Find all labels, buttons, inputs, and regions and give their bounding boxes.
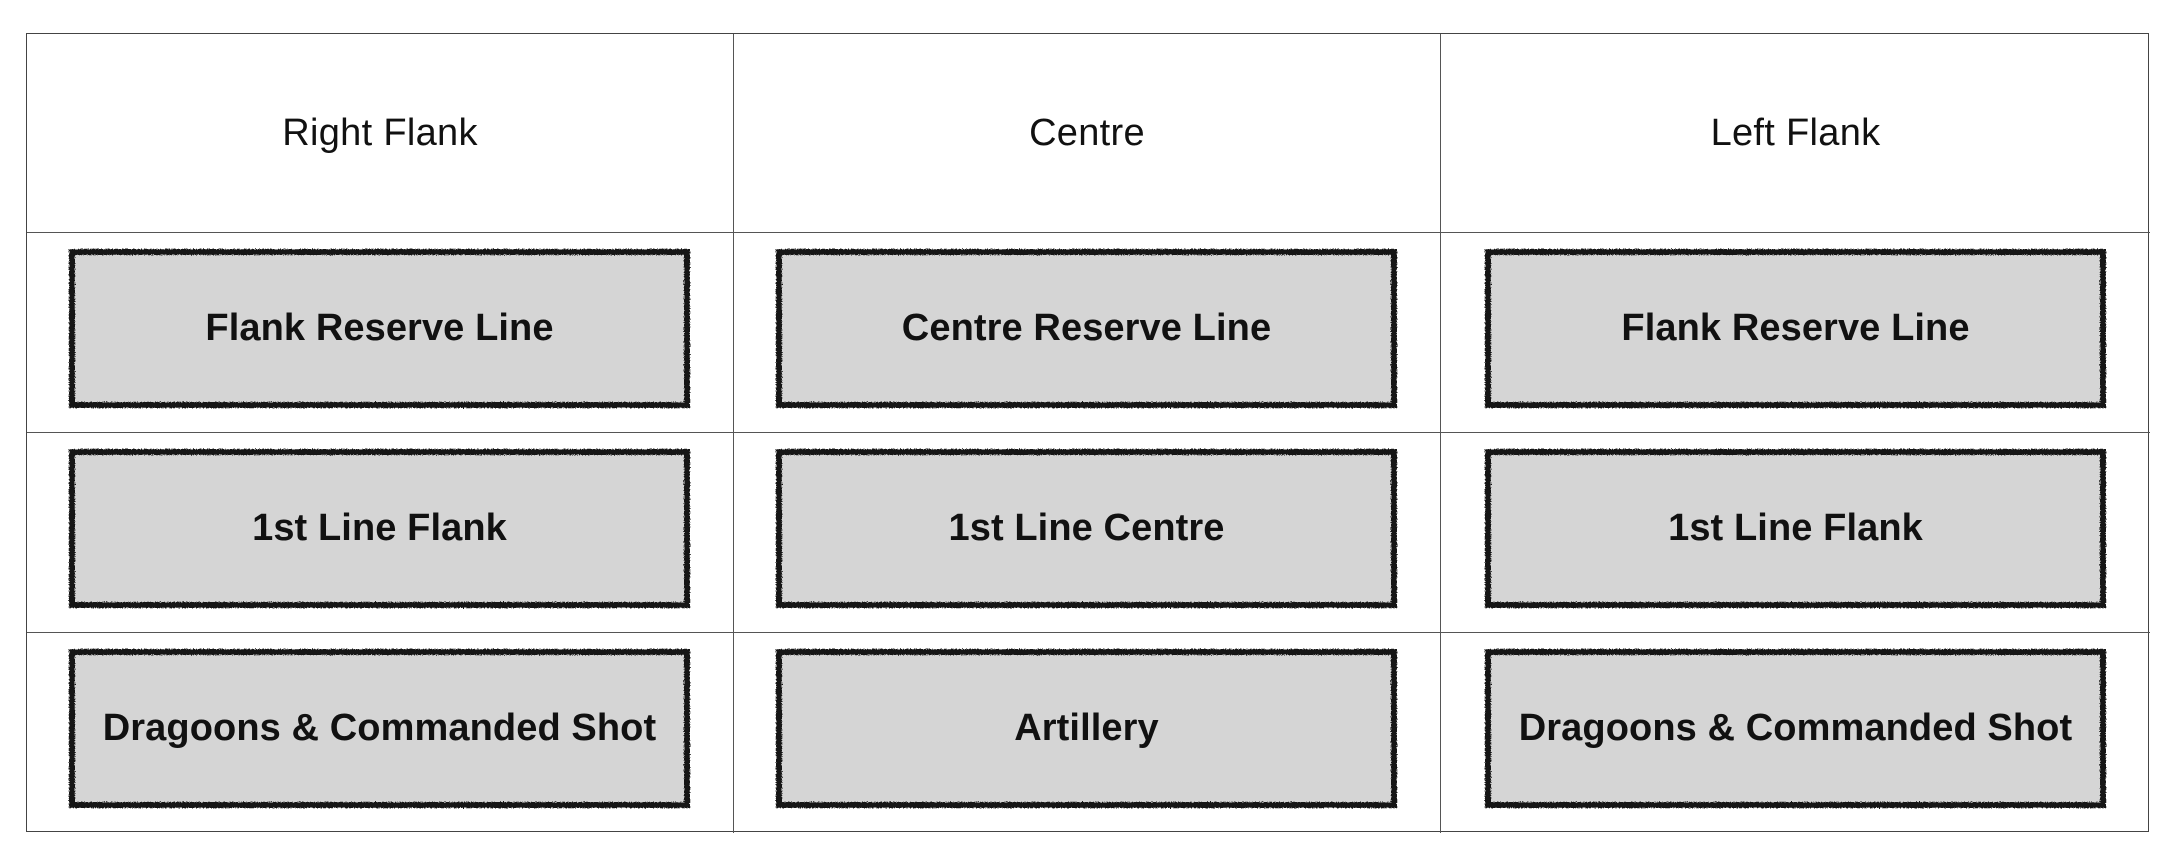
cell-left-flank-dragoons: Dragoons & Commanded Shot <box>1441 633 2150 833</box>
header-centre: Centre <box>1029 111 1145 154</box>
cell-right-flank-reserve: Flank Reserve Line <box>27 233 734 433</box>
unit-box-left-flank-reserve <box>1485 249 2106 408</box>
cell-left-flank-reserve: Flank Reserve Line <box>1441 233 2150 433</box>
unit-label-centre-reserve: Centre Reserve Line <box>901 307 1272 349</box>
cell-centre-reserve: Centre Reserve Line <box>734 233 1441 433</box>
unit-box-right-flank-reserve <box>69 249 690 408</box>
unit-box-right-flank-first-line <box>69 449 690 608</box>
unit-label-left-flank-first-line: 1st Line Flank <box>1668 507 1923 549</box>
unit-label-right-flank-dragoons: Dragoons & Commanded Shot <box>102 707 657 749</box>
unit-box-left-flank-first-line <box>1485 449 2106 608</box>
cell-left-flank-first-line: 1st Line Flank <box>1441 433 2150 633</box>
unit-box-centre-first-line <box>776 449 1397 608</box>
unit-box-left-flank-dragoons <box>1485 649 2106 808</box>
cell-right-flank-first-line: 1st Line Flank <box>27 433 734 633</box>
unit-label-left-flank-reserve: Flank Reserve Line <box>1621 307 1970 349</box>
header-cell-left-flank: Left Flank <box>1441 34 2150 233</box>
cell-centre-artillery: Artillery <box>734 633 1441 833</box>
unit-label-centre-first-line: 1st Line Centre <box>948 507 1225 549</box>
unit-label-centre-artillery: Artillery <box>1014 707 1159 749</box>
unit-label-right-flank-first-line: 1st Line Flank <box>252 507 507 549</box>
header-right-flank: Right Flank <box>282 111 478 154</box>
unit-box-right-flank-dragoons <box>69 649 690 808</box>
unit-box-centre-artillery <box>776 649 1397 808</box>
unit-box-centre-reserve <box>776 249 1397 408</box>
cell-right-flank-dragoons: Dragoons & Commanded Shot <box>27 633 734 833</box>
header-cell-right-flank: Right Flank <box>27 34 734 233</box>
cell-centre-first-line: 1st Line Centre <box>734 433 1441 633</box>
unit-label-right-flank-reserve: Flank Reserve Line <box>205 307 554 349</box>
header-left-flank: Left Flank <box>1710 111 1881 154</box>
unit-label-left-flank-dragoons: Dragoons & Commanded Shot <box>1518 707 2073 749</box>
header-cell-centre: Centre <box>734 34 1441 233</box>
deployment-grid: Right Flank Centre Left Flank Flank Rese… <box>26 33 2150 833</box>
